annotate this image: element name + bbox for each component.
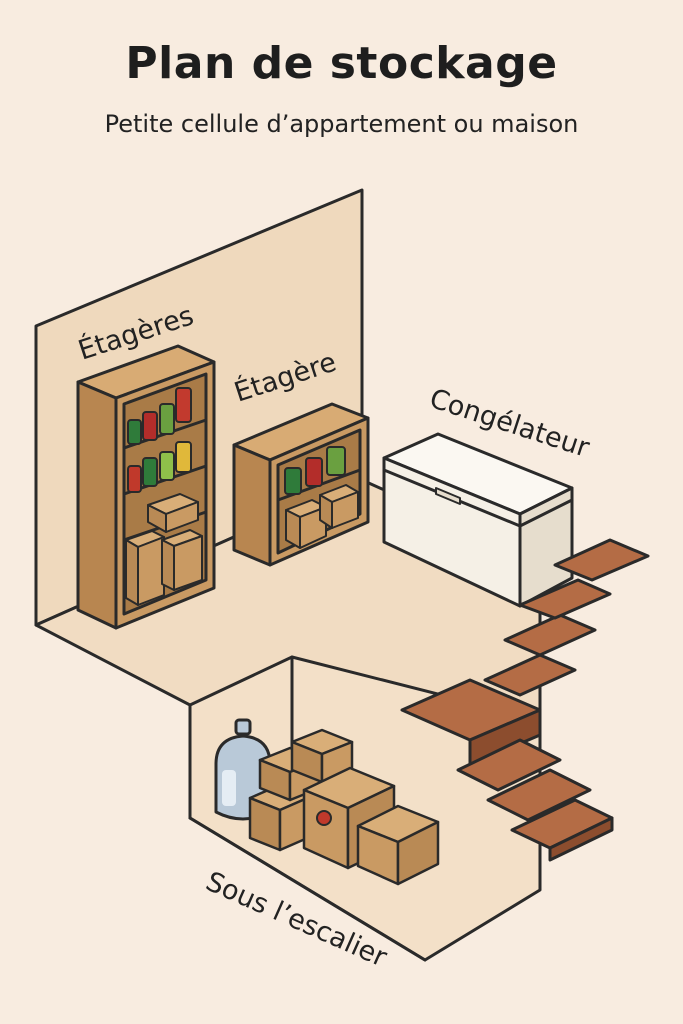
page-title: Plan de stockage bbox=[125, 38, 558, 89]
cans-icon bbox=[127, 387, 192, 493]
staircase-icon bbox=[400, 538, 650, 862]
small-shelf-unit bbox=[232, 402, 370, 567]
cardboard-box-icon bbox=[285, 484, 359, 549]
chest-freezer-icon bbox=[382, 432, 574, 608]
large-shelf-unit bbox=[76, 344, 216, 630]
cardboard-box-icon bbox=[248, 728, 440, 886]
water-jug-icon bbox=[214, 718, 272, 821]
cans-icon bbox=[284, 446, 346, 495]
cardboard-box-icon bbox=[125, 493, 203, 606]
page-subtitle: Petite cellule d’appartement ou maison bbox=[104, 110, 579, 138]
